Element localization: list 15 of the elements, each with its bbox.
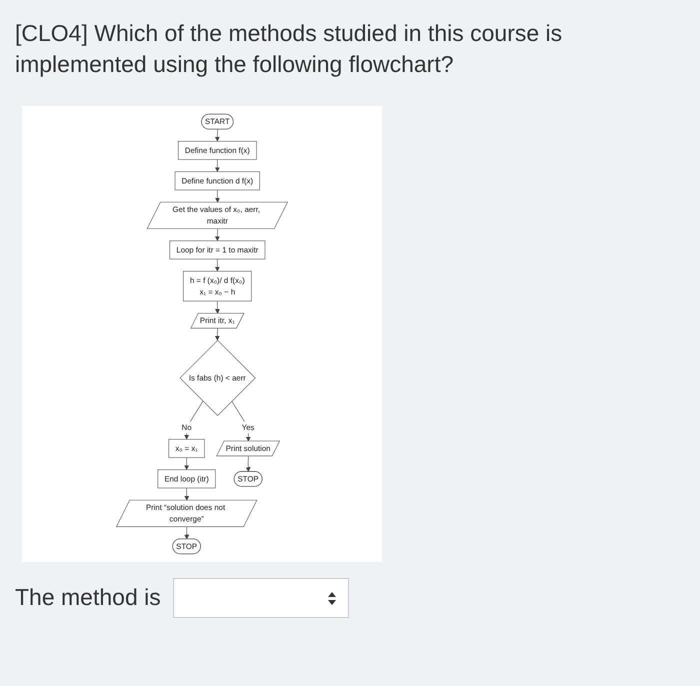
arrow [214,328,220,341]
arrow [215,300,220,314]
arrow [214,258,220,272]
question-title: [CLO4] Which of the methods studied in this course is implemented using the following flowchart? [15,19,564,79]
arrow [214,159,220,172]
arrow [246,456,251,472]
arrow [184,526,190,540]
arrow [184,457,190,470]
prompt-text: The method is [15,584,161,610]
arrow [184,400,204,440]
arrow [215,190,220,203]
arrow [214,129,220,142]
arrow [214,228,220,242]
arrow [232,400,251,442]
arrow [184,488,190,501]
